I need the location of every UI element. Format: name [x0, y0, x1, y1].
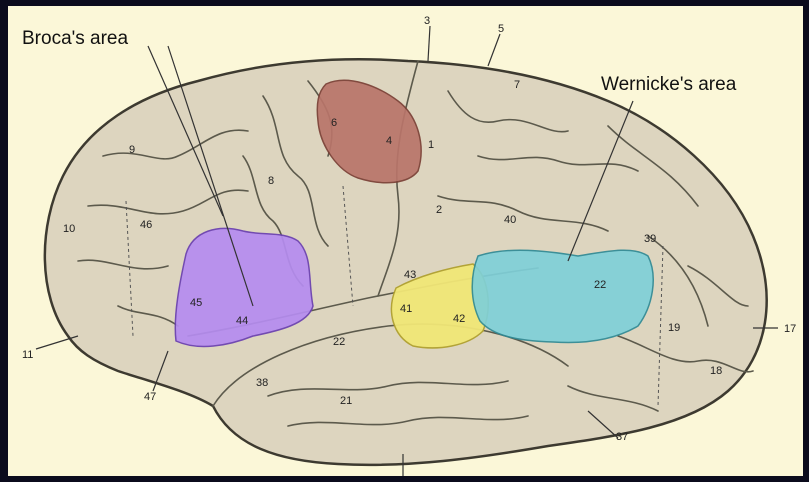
area-label-21: 21	[340, 395, 352, 407]
area-label-22-wernicke: 22	[594, 279, 606, 291]
area-label-17: 17	[784, 323, 796, 335]
area-label-37: 37	[616, 431, 628, 443]
area-label-10: 10	[63, 223, 75, 235]
area-label-43: 43	[404, 269, 416, 281]
area-label-4: 4	[386, 135, 392, 147]
area-label-7: 7	[514, 79, 520, 91]
area-label-40: 40	[504, 214, 516, 226]
area-label-45: 45	[190, 297, 202, 309]
area-label-22: 22	[333, 336, 345, 348]
brain-diagram: Broca's area Wernicke's area 3 5 7 1 6 4…	[8, 6, 803, 476]
area-label-39: 39	[644, 233, 656, 245]
area-label-41: 41	[400, 303, 412, 315]
area-label-8: 8	[268, 175, 274, 187]
area-label-46: 46	[140, 219, 152, 231]
area-label-38: 38	[256, 377, 268, 389]
area-label-6: 6	[331, 117, 337, 129]
area-label-18: 18	[710, 365, 722, 377]
area-label-19: 19	[668, 322, 680, 334]
area-3-leader-line	[428, 26, 430, 61]
area-label-44: 44	[236, 315, 248, 327]
area-5-leader-line	[488, 34, 500, 66]
area-label-2: 2	[436, 204, 442, 216]
area-label-42: 42	[453, 313, 465, 325]
area-label-11: 11	[22, 349, 33, 361]
wernicke-region	[472, 250, 653, 342]
area-label-3: 3	[424, 15, 430, 27]
wernicke-area-label: Wernicke's area	[601, 74, 737, 95]
area-label-1: 1	[428, 139, 434, 151]
broca-area-label: Broca's area	[22, 28, 129, 49]
area-label-5: 5	[498, 23, 504, 35]
area-label-9: 9	[129, 144, 135, 156]
area-label-47: 47	[144, 391, 156, 403]
diagram-panel: Broca's area Wernicke's area 3 5 7 1 6 4…	[8, 6, 803, 476]
